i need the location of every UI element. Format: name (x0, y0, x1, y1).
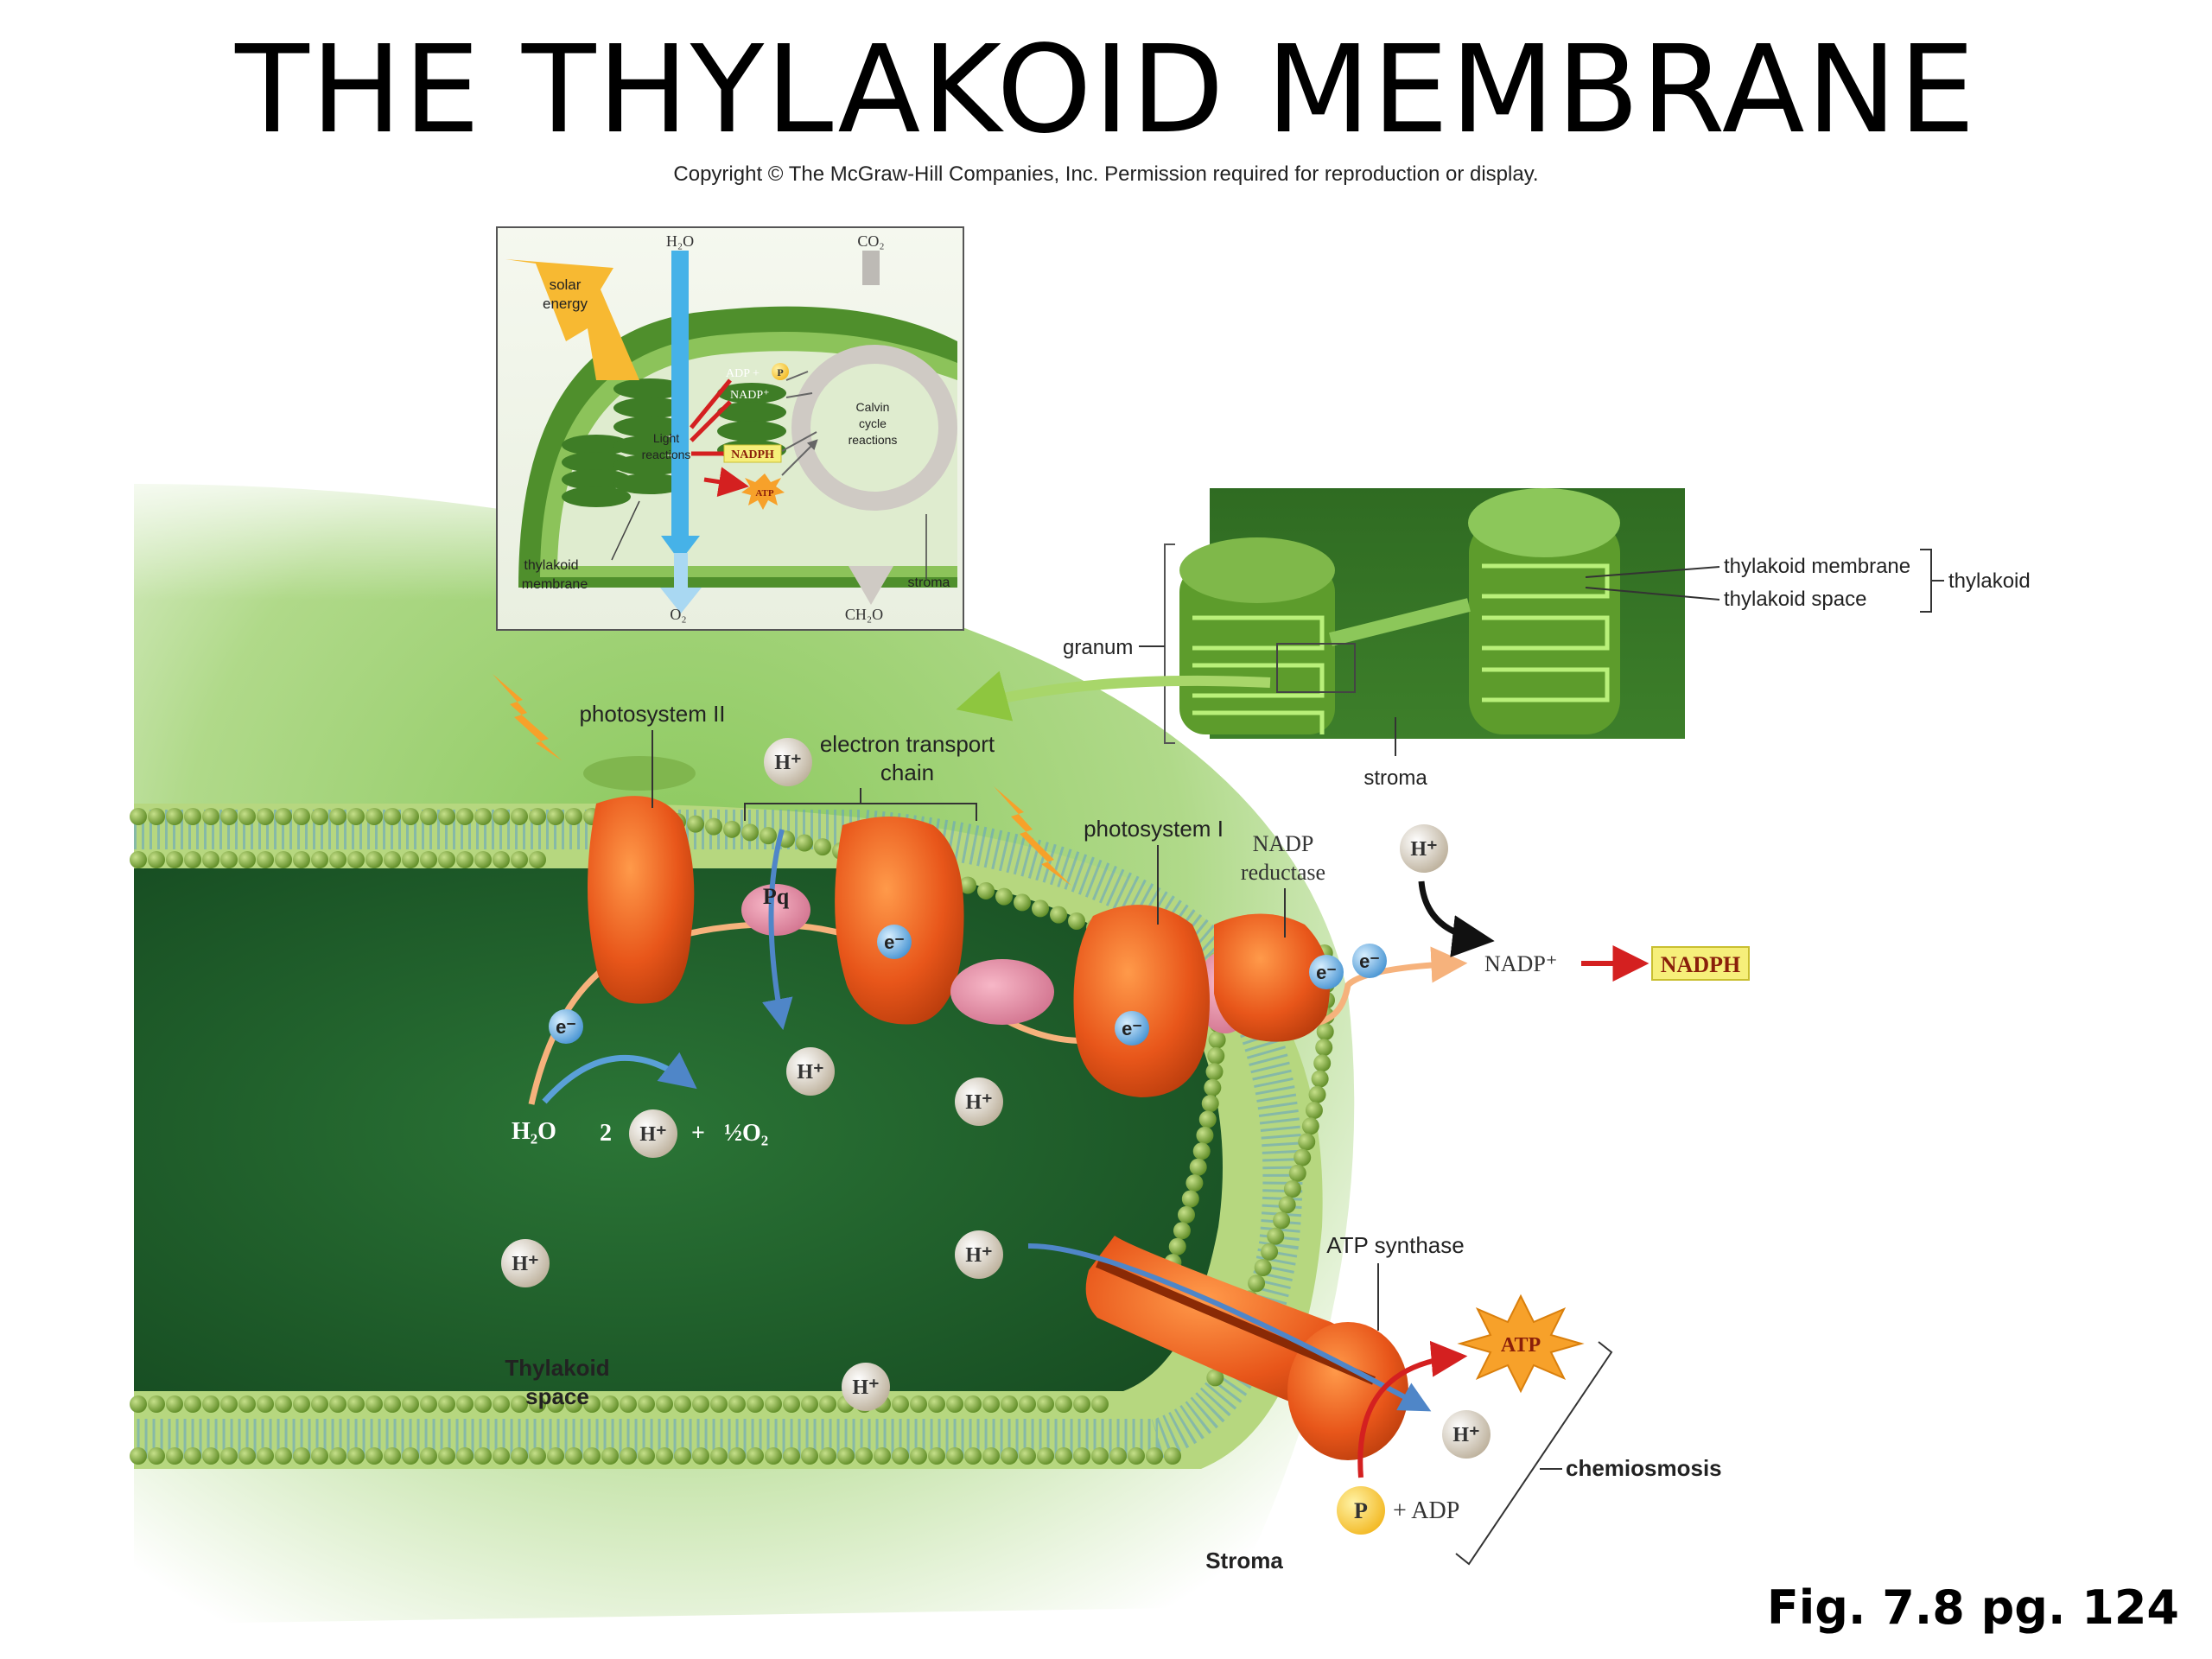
electron: e⁻ (1352, 944, 1387, 978)
h-ion: H⁺ (955, 1077, 1003, 1126)
svg-text:H⁺: H⁺ (1410, 838, 1437, 861)
nadp-plus-label: NADP⁺ (1484, 951, 1558, 976)
photosystem-i-label: photosystem I (1084, 816, 1224, 842)
svg-text:e⁻: e⁻ (1359, 950, 1380, 972)
h-ion: H⁺ (501, 1239, 550, 1287)
pq-label: Pq (763, 884, 790, 909)
h-ion: H⁺ (1442, 1410, 1491, 1459)
nadp-reductase-label-line1: NADP (1253, 831, 1314, 856)
etc-label-line1: electron transport (820, 731, 995, 757)
inset-light-label-line2: reactions (642, 448, 691, 461)
chemiosmosis-label: chemiosmosis (1566, 1455, 1722, 1481)
svg-text:H⁺: H⁺ (639, 1123, 666, 1146)
nadph-label: NADPH (1661, 952, 1740, 977)
inset-h2o-label: H₂O (666, 232, 694, 250)
thylakoid-space-label: thylakoid space (1724, 588, 1866, 611)
inset-nadph-label: NADPH (731, 448, 774, 461)
thylakoid-space-label-line2: space (525, 1383, 589, 1409)
h-ion: H⁺ (764, 738, 812, 786)
figure-reference: Fig. 7.8 pg. 124 (1767, 1580, 2179, 1635)
inset-light-label-line1: Light (653, 431, 679, 445)
svg-text:e⁻: e⁻ (1122, 1018, 1142, 1039)
micro-stroma-label: stroma (1363, 766, 1427, 790)
inset-solar-label-line1: solar (550, 276, 582, 293)
h-ion: H⁺ (955, 1230, 1003, 1279)
inset-ch2o-label: CH₂O (845, 606, 883, 623)
photosystem-i (1074, 905, 1211, 1097)
svg-text:H⁺: H⁺ (797, 1061, 823, 1084)
h-ion: H⁺ (786, 1047, 835, 1096)
electron: e⁻ (1115, 1011, 1149, 1046)
granum-micrograph (1165, 488, 1685, 743)
water-label: H₂O (512, 1118, 556, 1145)
electron: e⁻ (549, 1009, 583, 1044)
thylakoid-space-label-line1: Thylakoid (505, 1355, 609, 1381)
plus-adp-label: + ADP (1393, 1497, 1459, 1524)
svg-text:ATP: ATP (1501, 1334, 1541, 1357)
inset-solar-label-line2: energy (543, 296, 588, 312)
electron: e⁻ (877, 925, 912, 959)
h-ion: H⁺ (629, 1109, 677, 1158)
inset-co2-label: CO₂ (857, 232, 884, 250)
inset-calvin-label-line1: Calvin (856, 400, 890, 414)
inset-p-label: P (777, 366, 783, 378)
svg-text:e⁻: e⁻ (556, 1016, 576, 1038)
proton-arrow-nadp (1421, 881, 1486, 940)
inset-calvin-label-line3: reactions (849, 433, 898, 447)
svg-text:H⁺: H⁺ (852, 1376, 879, 1399)
photosystem-ii-label: photosystem II (579, 701, 725, 727)
etc-label-line2: chain (880, 760, 934, 785)
granum-label: granum (1063, 636, 1133, 659)
inset-o2-label: O₂ (670, 606, 686, 623)
svg-text:H⁺: H⁺ (1452, 1424, 1479, 1446)
thylakoid-bracket (1920, 550, 1944, 612)
inset-thylakoid-label-line2: membrane (522, 577, 588, 592)
thylakoid-label: thylakoid (1948, 569, 2031, 593)
inset-adp-label: ADP + (726, 367, 760, 380)
svg-text:H⁺: H⁺ (774, 752, 801, 774)
svg-text:H⁺: H⁺ (965, 1091, 992, 1114)
atp-star: ATP (1460, 1296, 1581, 1391)
inset-calvin-label-line2: cycle (859, 416, 887, 430)
phosphate: P (1337, 1486, 1385, 1535)
svg-text:H⁺: H⁺ (512, 1253, 538, 1275)
inset-thylakoid-label-line1: thylakoid (524, 558, 578, 573)
h-ion: H⁺ (1400, 824, 1448, 873)
svg-text:H⁺: H⁺ (965, 1244, 992, 1267)
inset-atp-label: ATP (755, 488, 773, 499)
thylakoid-membrane-label: thylakoid membrane (1724, 555, 1910, 578)
plastocyanin (950, 959, 1054, 1025)
svg-text:e⁻: e⁻ (1316, 962, 1337, 983)
atp-synthase-label: ATP synthase (1326, 1232, 1464, 1258)
two-label: 2 (600, 1120, 612, 1147)
h-ion: H⁺ (842, 1363, 890, 1411)
cytochrome-complex (835, 817, 963, 1024)
inset-stroma-label: stroma (908, 575, 950, 590)
half-o2-label: ½O₂ (724, 1120, 768, 1147)
svg-text:P: P (1354, 1498, 1368, 1523)
photosystem-ii (588, 796, 694, 1004)
inset-nadp-label: NADP⁺ (730, 389, 770, 402)
svg-text:e⁻: e⁻ (884, 931, 905, 953)
nadp-reductase-label-line2: reductase (1241, 860, 1325, 885)
electron: e⁻ (1309, 955, 1344, 989)
stroma-label: Stroma (1205, 1548, 1283, 1573)
ps2-antenna (583, 756, 696, 791)
plus-label: + (691, 1120, 705, 1147)
